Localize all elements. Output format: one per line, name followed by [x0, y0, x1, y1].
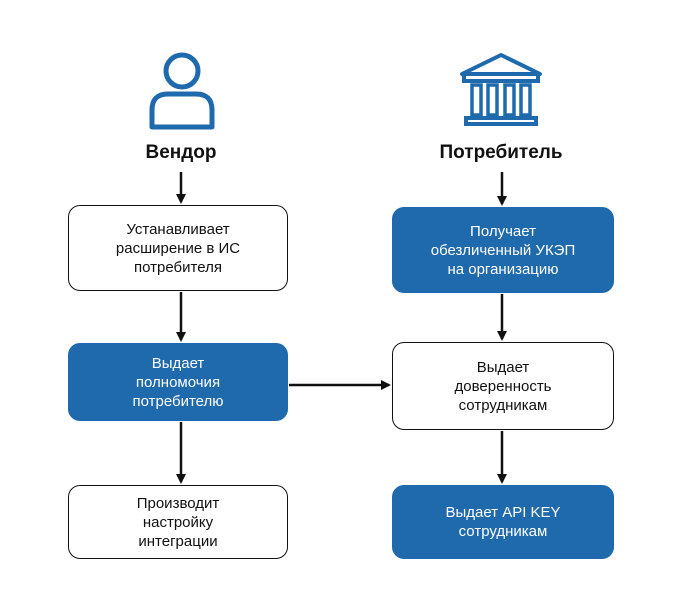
- person-icon: [149, 52, 215, 130]
- consumer-step-issue-api-key: Выдает API KEY сотрудникам: [392, 485, 614, 559]
- vendor-step-install: Устанавливает расширение в ИС потребител…: [68, 205, 288, 291]
- vendor-label: Вендор: [145, 142, 217, 163]
- bank-icon: [460, 53, 542, 126]
- consumer-step-receive-signature: Получает обезличенный УКЭП на организаци…: [392, 207, 614, 293]
- vendor-step-setup-integration: Производит настройку интеграции: [68, 485, 288, 559]
- vendor-step-grant-powers: Выдает полномочия потребителю: [68, 343, 288, 421]
- consumer-label: Потребитель: [439, 142, 563, 163]
- consumer-step-issue-proxy: Выдает доверенность сотрудникам: [392, 342, 614, 430]
